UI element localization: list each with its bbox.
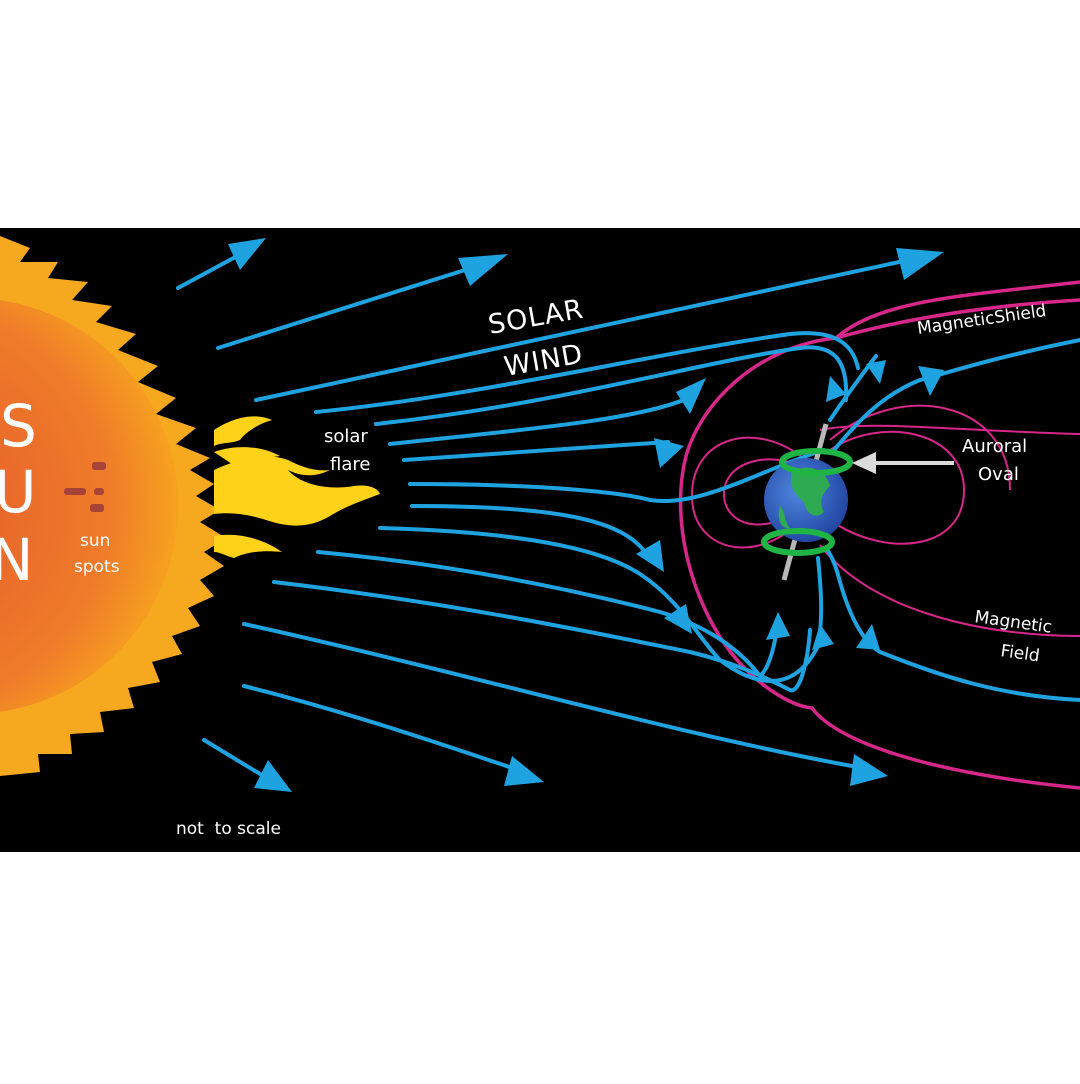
auroral-oval-label-line-2: Oval bbox=[978, 464, 1019, 485]
sun-icon bbox=[0, 300, 178, 712]
auroral-oval-label-line-1: Auroral bbox=[962, 436, 1027, 457]
magnetic-shield-boundary bbox=[678, 280, 1080, 790]
solar-flare-label-line-1: solar bbox=[324, 426, 368, 447]
solar-wind-streamlines bbox=[176, 246, 1080, 782]
sun-spots-label-line-1: sun bbox=[80, 531, 110, 551]
auroral-ovals bbox=[761, 448, 853, 556]
magnetic-field-loops bbox=[690, 404, 1080, 637]
solar-flare-label-line-2: flare bbox=[330, 454, 370, 475]
not-to-scale-note: not to scale bbox=[176, 819, 281, 839]
sun-letter-n: N bbox=[0, 526, 35, 594]
sun-title: S U N bbox=[0, 392, 39, 594]
solar-flare-shape bbox=[214, 416, 380, 558]
auroral-oval-pointer bbox=[852, 452, 954, 474]
arrowhead-icon bbox=[228, 238, 944, 792]
sun-letter-s: S bbox=[0, 392, 39, 460]
sun-letter-u: U bbox=[0, 458, 38, 526]
sunspot-markings bbox=[64, 462, 106, 512]
sun-spots-label-line-2: spots bbox=[74, 557, 120, 577]
